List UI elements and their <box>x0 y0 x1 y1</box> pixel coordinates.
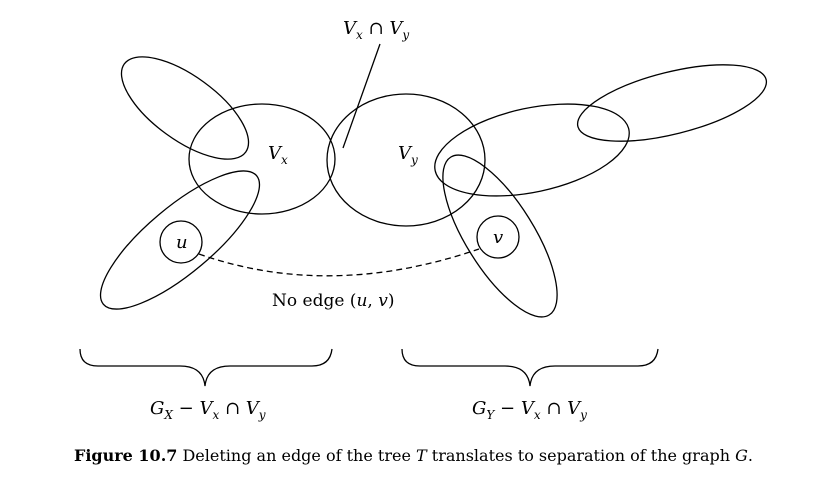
figure-number: Figure 10.7 <box>73 446 178 465</box>
vx-label: Vx <box>268 143 288 167</box>
tree-decomposition-diagram: Vx ∩ Vy Vx Vy u v No edge (u, v) GX − Vx… <box>79 18 768 422</box>
right-brace <box>401 348 659 387</box>
bag-ellipse-top-left <box>120 56 250 160</box>
bag-ellipse-vy <box>326 93 486 227</box>
gx-label: GX − Vx ∩ Vy <box>150 398 266 422</box>
intersection-label: Vx ∩ Vy <box>343 18 409 42</box>
bag-ellipse-far-right <box>576 64 768 142</box>
figure-caption: Figure 10.7 Deleting an edge of the tree… <box>0 446 827 465</box>
caption-tree-symbol: T <box>416 446 427 465</box>
gy-label: GY − Vx ∩ Vy <box>472 398 587 422</box>
bag-ellipse-vx <box>188 103 336 215</box>
vertex-u-circle <box>159 220 203 264</box>
vertex-u-label: u <box>176 232 188 253</box>
bag-ellipse-lower-left <box>99 170 261 310</box>
bag-ellipse-lower-right <box>442 154 558 318</box>
vy-label: Vy <box>398 143 418 167</box>
caption-text-1: Deleting an edge of the tree <box>177 446 417 465</box>
left-brace <box>79 348 333 387</box>
bag-ellipse-right-middle <box>434 103 630 197</box>
vertex-v-label: v <box>493 227 503 248</box>
caption-text-2: translates to separation of the graph <box>426 446 736 465</box>
no-edge-label: No edge (u, v) <box>272 291 394 311</box>
caption-graph-symbol: G <box>735 446 748 465</box>
intersection-pointer-line <box>342 43 381 149</box>
vertex-v-circle <box>476 215 520 259</box>
caption-period: . <box>747 446 753 465</box>
no-edge-dashed-line <box>198 248 480 277</box>
